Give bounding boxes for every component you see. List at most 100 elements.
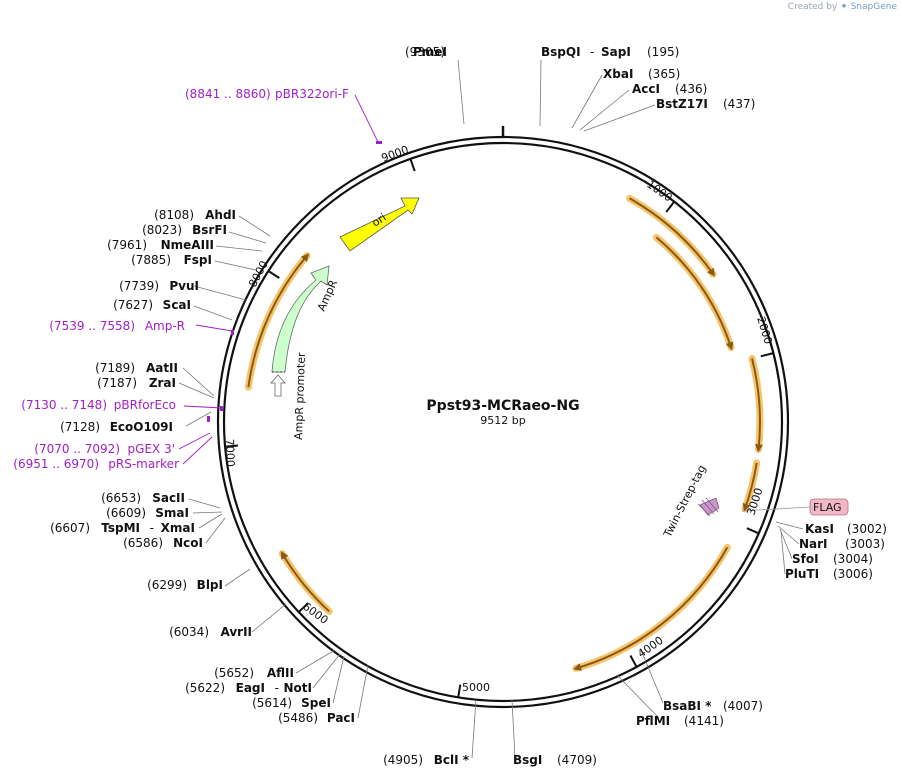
tick-label: 7000 [223,439,237,467]
enzyme-name: KasI [805,522,834,536]
enzyme-position: (7627) [113,298,153,312]
primer-range: (7070 .. 7092) [34,442,120,456]
tick-marks [225,158,774,698]
enzyme-name: SpeI [301,696,331,710]
tick-mark [409,158,416,172]
enzyme-position: (6653) [101,491,141,505]
orf-arrow [573,546,729,671]
enzyme-separator: - [275,681,279,695]
enzyme-name: BspQI [541,45,581,59]
ampr-promoter-arrow [270,374,286,397]
enzyme-position: (365) [648,67,680,81]
enzyme-name: AccI [632,82,660,96]
tick-label: 2000 [754,315,775,346]
enzyme-position: (5614) [252,696,292,710]
enzyme-name: PluTI [785,567,819,581]
enzyme-name: BlpI [197,578,223,592]
enzyme-position: (4007) [723,699,763,713]
enzyme-name: AhdI [205,208,236,222]
tick-mark [267,270,280,279]
orf-arrow [751,358,764,453]
enzyme-name: BsgI [513,753,542,767]
enzyme-position: (6586) [123,536,163,550]
enzyme-position: (8023) [142,223,182,237]
enzyme-position: (6607) [50,521,90,535]
tick-mark [629,655,638,668]
enzyme-name: BsrFI [192,223,227,237]
enzyme-position: (195) [647,45,679,59]
tick-mark [760,352,774,358]
enzyme-position: (7128) [60,420,100,434]
tick-mark [746,527,760,535]
enzyme-name: SfoI [792,552,819,566]
twin-strep-tag-feature [697,497,720,517]
enzyme-name: EagI [236,681,265,695]
enzyme-name: BsaBI * [663,699,712,713]
primer-name: pBRforEco [114,398,176,412]
enzyme-position: (4709) [557,753,597,767]
enzyme-separator: - [590,45,594,59]
snapgene-logo: ✦ SnapGene [840,2,897,12]
primer-name: pGEX 3' [128,442,175,456]
enzyme-position: (5652) [214,666,254,680]
orf-arrow-glow [626,194,717,278]
enzyme-name: NarI [799,537,828,551]
primer-name: pRS-marker [108,457,179,471]
enzyme-name: TspMI [101,521,140,535]
tick-mark [457,684,462,698]
enzyme-position: (3006) [833,567,873,581]
enzyme-leader-lines [178,59,804,759]
primer-range: (7130 .. 7148) [21,398,107,412]
enzyme-name: PmeI [413,45,447,59]
enzyme-position: (6034) [169,625,209,639]
enzyme-name: AatII [146,361,178,375]
snapgene-credit: Created by ✦ SnapGene [788,2,897,12]
enzyme-name: PacI [327,711,355,725]
tick-label: 1000 [644,178,674,205]
enzyme-position: (3003) [845,537,885,551]
twin-strep-tag-label: Twin-Strep-tag [661,463,709,540]
primer-name: Amp-R [145,319,185,333]
primer-range: (7539 .. 7558) [49,319,135,333]
enzyme-position: (7739) [119,279,159,293]
ampr-promoter-label: AmpR promoter [292,352,308,440]
primer-marks [207,141,382,422]
orf-arrow [280,551,330,613]
primer-name: pBR322ori-F [275,87,349,101]
enzyme-position: (3002) [847,522,887,536]
enzyme-name: SmaI [155,506,189,520]
plasmid-length: 9512 bp [480,414,525,427]
backbone-inner [222,141,784,703]
enzyme-position: (7189) [95,361,135,375]
plasmid-name: Ppst93-MCRaeo-NG [426,398,579,414]
enzyme-separator: - [150,521,154,535]
enzyme-position: (5486) [278,711,318,725]
credit-prefix: Created by [787,2,838,12]
enzyme-name: AflII [267,666,294,680]
orf-arrow [655,236,734,351]
enzyme-name: NcoI [173,536,203,550]
enzyme-position: (4905) [383,753,423,767]
orf-arrow [247,253,310,388]
enzyme-name: SacII [152,491,185,505]
enzyme-name: XbaI [603,67,633,81]
tick-mark [665,201,675,213]
enzyme-name: EcoO109I [110,420,173,434]
flag-leader-line [741,506,811,512]
enzyme-position: (6299) [147,578,187,592]
ampr-feature-arrow [271,265,330,373]
enzyme-name: ScaI [163,298,191,312]
enzyme-name: AvrII [220,625,252,639]
enzyme-position: (5622) [185,681,225,695]
enzyme-name: NotI [284,681,313,695]
orf-arrows [244,194,764,672]
enzyme-position: (7961) [107,238,147,252]
enzyme-name: PflMI [636,714,670,728]
credit-brand: SnapGene [850,2,897,12]
orf-arrow [742,462,758,512]
enzyme-position: (9305) [405,45,445,59]
enzyme-position: (4141) [684,714,724,728]
orf-arrow [629,197,715,277]
enzyme-name: NmeAIII [161,238,214,252]
